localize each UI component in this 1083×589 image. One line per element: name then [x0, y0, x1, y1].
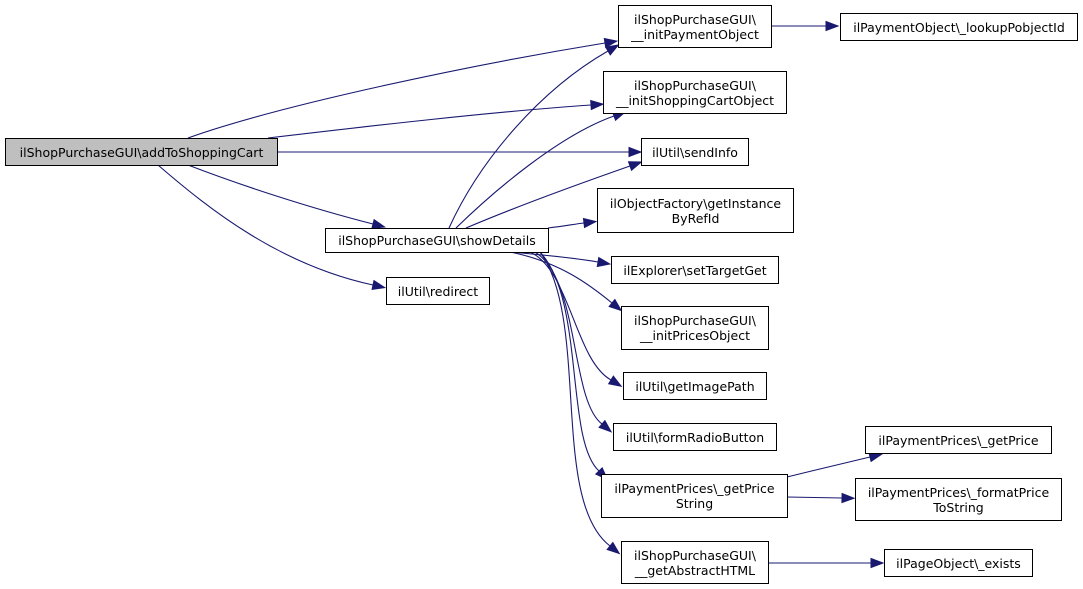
- node-lookupPobjectId[interactable]: ilPaymentObject\_lookupPobjectId: [840, 13, 1078, 41]
- edge-showDetails-to-initShoppingCartObject: [455, 115, 615, 229]
- arrowhead-icon: [606, 541, 621, 555]
- arrowhead-icon: [371, 279, 387, 290]
- node-getPriceString[interactable]: ilPaymentPrices\_getPrice String: [601, 474, 788, 518]
- node-label: __initPricesObject: [640, 328, 750, 343]
- node-label: __initPaymentObject: [631, 26, 759, 42]
- node-initShoppingCartObject[interactable]: ilShopPurchaseGUI\ __initShoppingCartObj…: [603, 71, 787, 114]
- node-label: ilObjectFactory\getInstance: [609, 195, 782, 211]
- node-formatPriceToString[interactable]: ilPaymentPrices\_formatPrice ToString: [855, 478, 1062, 521]
- node-label: ilShopPurchaseGUI\addToShoppingCart: [19, 144, 264, 160]
- edge-showDetails-to-initPaymentObject: [448, 50, 609, 229]
- node-formRadioButton[interactable]: ilUtil\formRadioButton: [613, 423, 777, 451]
- arrowhead-icon: [598, 419, 613, 433]
- node-exists[interactable]: ilPageObject\_exists: [884, 549, 1033, 577]
- node-getAbstractHTML[interactable]: ilShopPurchaseGUI\ __getAbstractHTML: [621, 541, 769, 584]
- arrowhead-icon: [608, 298, 623, 312]
- arrowhead-icon: [628, 146, 643, 158]
- edge-showDetails-to-sendInfo: [465, 165, 631, 229]
- edge-root-to-showDetails: [187, 164, 374, 225]
- node-label: ilExplorer\setTargetGet: [623, 262, 767, 278]
- node-label: ilPaymentPrices\_formatPrice: [867, 484, 1050, 500]
- node-label: ilShopPurchaseGUI\: [634, 313, 756, 328]
- node-addToShoppingCart: ilShopPurchaseGUI\addToShoppingCart: [5, 138, 278, 166]
- node-label: ilPageObject\_exists: [896, 555, 1021, 571]
- node-label: ilShopPurchaseGUI\: [634, 547, 756, 563]
- edge-root-to-initShoppingCartObject: [267, 104, 592, 139]
- node-label: ilUtil\redirect: [397, 283, 479, 299]
- node-label: __getAbstractHTML: [634, 562, 756, 578]
- edge-root-to-initPaymentObject: [187, 42, 606, 139]
- node-initPricesObject[interactable]: ilShopPurchaseGUI\ __initPricesObject: [621, 306, 769, 350]
- node-label: ilUtil\formRadioButton: [625, 429, 765, 445]
- edge-root-to-redirect: [157, 164, 374, 286]
- node-getPrice[interactable]: ilPaymentPrices\_getPrice: [865, 426, 1052, 454]
- node-label: ilPaymentPrices\_getPrice: [878, 432, 1039, 448]
- node-label: ilPaymentPrices\_getPrice: [614, 481, 775, 496]
- edge-showDetails-to-getImagePath: [529, 251, 612, 381]
- node-showDetails[interactable]: ilShopPurchaseGUI\showDetails: [325, 228, 549, 253]
- node-label: ilPaymentObject\_lookupPobjectId: [853, 19, 1065, 35]
- arrowhead-icon: [825, 20, 840, 32]
- node-getInstanceByRefId[interactable]: ilObjectFactory\getInstance ByRefId: [597, 188, 794, 233]
- edge-getPriceString-to-getPrice: [786, 456, 871, 478]
- arrowhead-icon: [590, 99, 605, 111]
- node-label: ilShopPurchaseGUI\: [634, 11, 756, 27]
- arrowhead-icon: [582, 217, 598, 229]
- edge-showDetails-to-getInstanceByRefId: [547, 222, 585, 229]
- arrowhead-icon: [603, 37, 619, 49]
- edge-showDetails-to-getAbstractHTML: [539, 251, 611, 547]
- edge-showDetails-to-initPricesObject: [509, 251, 613, 304]
- node-redirect[interactable]: ilUtil\redirect: [386, 277, 490, 305]
- edge-showDetails-to-getPriceString: [539, 251, 600, 472]
- arrowhead-icon: [371, 218, 387, 229]
- edge-getPriceString-to-formatPriceToString: [786, 496, 843, 499]
- node-setTargetGet[interactable]: ilExplorer\setTargetGet: [611, 256, 779, 284]
- node-label: ilUtil\getImagePath: [635, 378, 755, 394]
- arrowhead-icon: [607, 375, 623, 388]
- edge-showDetails-to-setTargetGet: [509, 251, 599, 263]
- node-label: ilShopPurchaseGUI\showDetails: [338, 233, 536, 248]
- node-label: ByRefId: [671, 210, 720, 226]
- node-sendInfo[interactable]: ilUtil\sendInfo: [641, 138, 749, 166]
- arrowhead-icon: [841, 492, 856, 504]
- node-getImagePath[interactable]: ilUtil\getImagePath: [623, 372, 767, 400]
- arrowhead-icon: [604, 44, 620, 56]
- node-label: String: [675, 496, 714, 511]
- arrowhead-icon: [870, 557, 885, 569]
- node-label: ToString: [933, 499, 984, 515]
- arrowhead-icon: [627, 161, 643, 172]
- node-initPaymentObject[interactable]: ilShopPurchaseGUI\ __initPaymentObject: [618, 5, 772, 48]
- node-label: ilShopPurchaseGUI\: [634, 77, 756, 93]
- arrowhead-icon: [596, 256, 612, 268]
- node-label: __initShoppingCartObject: [615, 92, 775, 108]
- edge-showDetails-to-formRadioButton: [534, 251, 603, 425]
- node-label: ilUtil\sendInfo: [652, 144, 738, 160]
